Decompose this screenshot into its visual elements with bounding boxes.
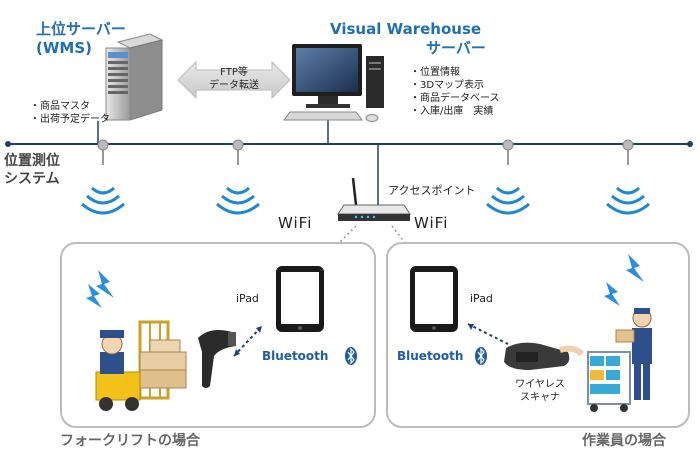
bluetooth-label-left: Bluetooth [262,349,329,363]
worker-with-cart-icon [587,308,652,412]
signal-bolt-icon-right [604,254,644,306]
forklift-caption: フォークリフトの場合 [60,433,200,449]
sensor-2 [216,139,260,215]
bluetooth-link-right [467,323,509,345]
vw-server-items: 位置情報 3Dマップ表示 商品データベース 入庫/出庫 実績 [410,66,500,118]
bluetooth-label-right: Bluetooth [397,349,464,363]
sensor-icons [81,139,650,215]
scanner-label: ワイヤレス スキャナ [510,378,570,404]
vw-server-title: Visual Warehouse サーバー [330,20,510,58]
transfer-label: FTP等 データ転送 [196,66,272,92]
scanner-label-line1: ワイヤレス [515,379,565,390]
upper-server-title-line2: (WMS) [36,39,92,57]
handheld-scanner-icon [198,330,236,388]
vw-server-item: 3Dマップ表示 [410,79,500,92]
wms-server-icon [105,33,164,121]
ipad-icon-left [276,266,324,332]
worker-caption: 作業員の場合 [582,433,666,449]
positioning-label-line2: システム [4,171,60,187]
upper-server-title: 上位サーバー (WMS) [36,20,126,58]
sensor-4 [606,139,650,215]
bluetooth-icon-left [345,347,357,365]
ipad-label-right: iPad [470,292,493,305]
upper-server-items: 商品マスタ 出荷予定データ [30,100,110,126]
upper-server-item: 出荷予定データ [30,113,110,126]
wifi-label-right: WiFi [414,214,449,232]
upper-server-item: 商品マスタ [30,100,110,113]
transfer-arrow [177,60,291,100]
wearable-scanner-icon [504,342,585,370]
vw-server-item: 商品データベース [410,92,500,105]
transfer-label-line1: FTP等 [220,67,248,78]
ipad-icon-right [410,266,458,332]
vw-server-title-line1: Visual Warehouse [330,20,482,38]
access-point-label: アクセスポイント [388,184,476,197]
vw-server-pc-icon [283,44,384,122]
positioning-label-line1: 位置測位 [4,153,60,169]
ipad-label-left: iPad [236,292,259,305]
forklift-icon [95,320,187,411]
vw-server-item: 位置情報 [410,66,500,79]
sensor-1 [81,139,125,215]
transfer-label-line2: データ転送 [209,80,259,91]
bluetooth-icon-right [475,347,487,365]
upper-server-title-line1: 上位サーバー [36,20,126,38]
scanner-label-line2: スキャナ [520,392,560,403]
positioning-label: 位置測位 システム [4,152,60,188]
sensor-3 [486,139,530,215]
signal-bolt-icon-left [86,270,114,308]
access-point-icon [337,177,411,221]
bluetooth-link-left [233,325,263,357]
wifi-label-left: WiFi [278,214,313,232]
vw-server-title-line2: サーバー [426,39,486,57]
vw-server-item: 入庫/出庫 実績 [410,105,500,118]
